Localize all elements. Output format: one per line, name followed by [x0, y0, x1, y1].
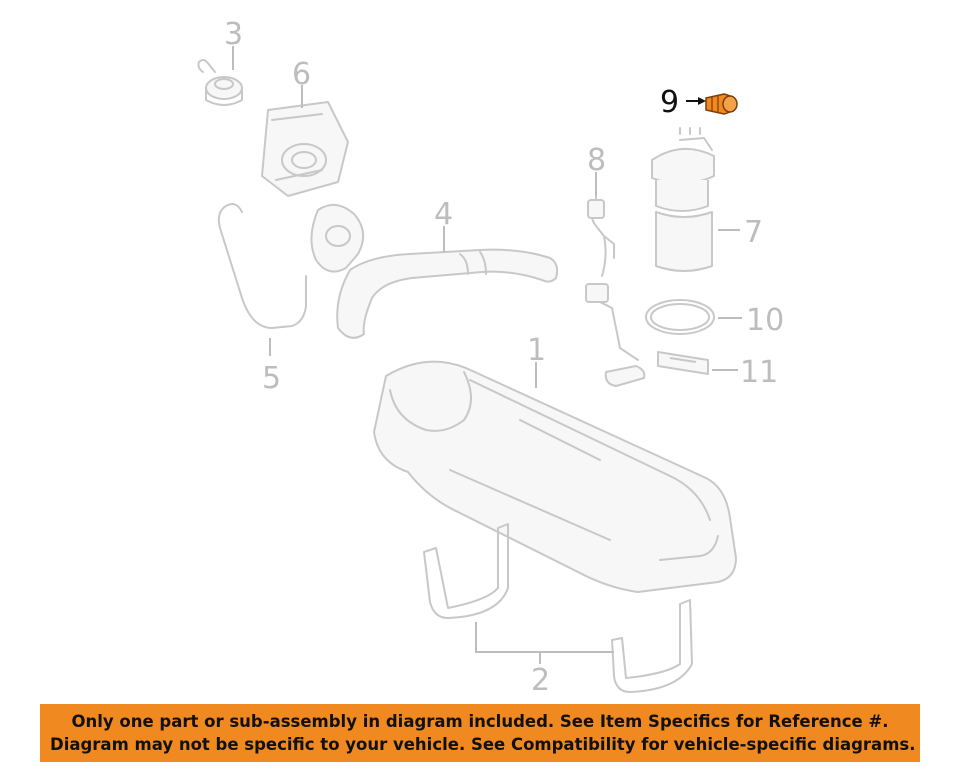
- callout-7: 7: [744, 215, 763, 250]
- part-tank-straps: [423, 523, 693, 693]
- part-vent-hose: [217, 203, 307, 329]
- callout-8: 8: [587, 143, 606, 178]
- callout-1: 1: [527, 333, 546, 368]
- callout-5: 5: [262, 361, 281, 396]
- leader-9-arrow: [698, 97, 706, 105]
- callout-6: 6: [292, 57, 311, 92]
- callout-9: 9: [660, 85, 679, 120]
- part-highlighted-9: [705, 93, 738, 115]
- part-filler-neck: [310, 203, 559, 339]
- disclaimer-line-2: Diagram may not be specific to your vehi…: [50, 735, 916, 754]
- callout-11: 11: [740, 355, 778, 390]
- callout-2: 2: [531, 663, 550, 698]
- part-sender-harness: [585, 195, 646, 387]
- parts-diagram: 3 6 4 5 8 9 7 10 11 1 2: [197, 17, 784, 698]
- callout-10: 10: [746, 303, 784, 338]
- leader-2-a: [475, 622, 614, 653]
- part-fuel-pump-module: [651, 127, 715, 272]
- callout-3: 3: [224, 17, 243, 52]
- part-filler-housing: [261, 101, 349, 197]
- callout-4: 4: [434, 197, 453, 232]
- part-fuel-cap: [197, 59, 243, 106]
- part-fuel-tank: [373, 360, 737, 593]
- disclaimer-banner: Only one part or sub-assembly in diagram…: [40, 704, 920, 762]
- disclaimer-line-1: Only one part or sub-assembly in diagram…: [71, 712, 889, 731]
- part-filter-pad: [657, 351, 709, 375]
- part-seal-ring: [645, 299, 715, 335]
